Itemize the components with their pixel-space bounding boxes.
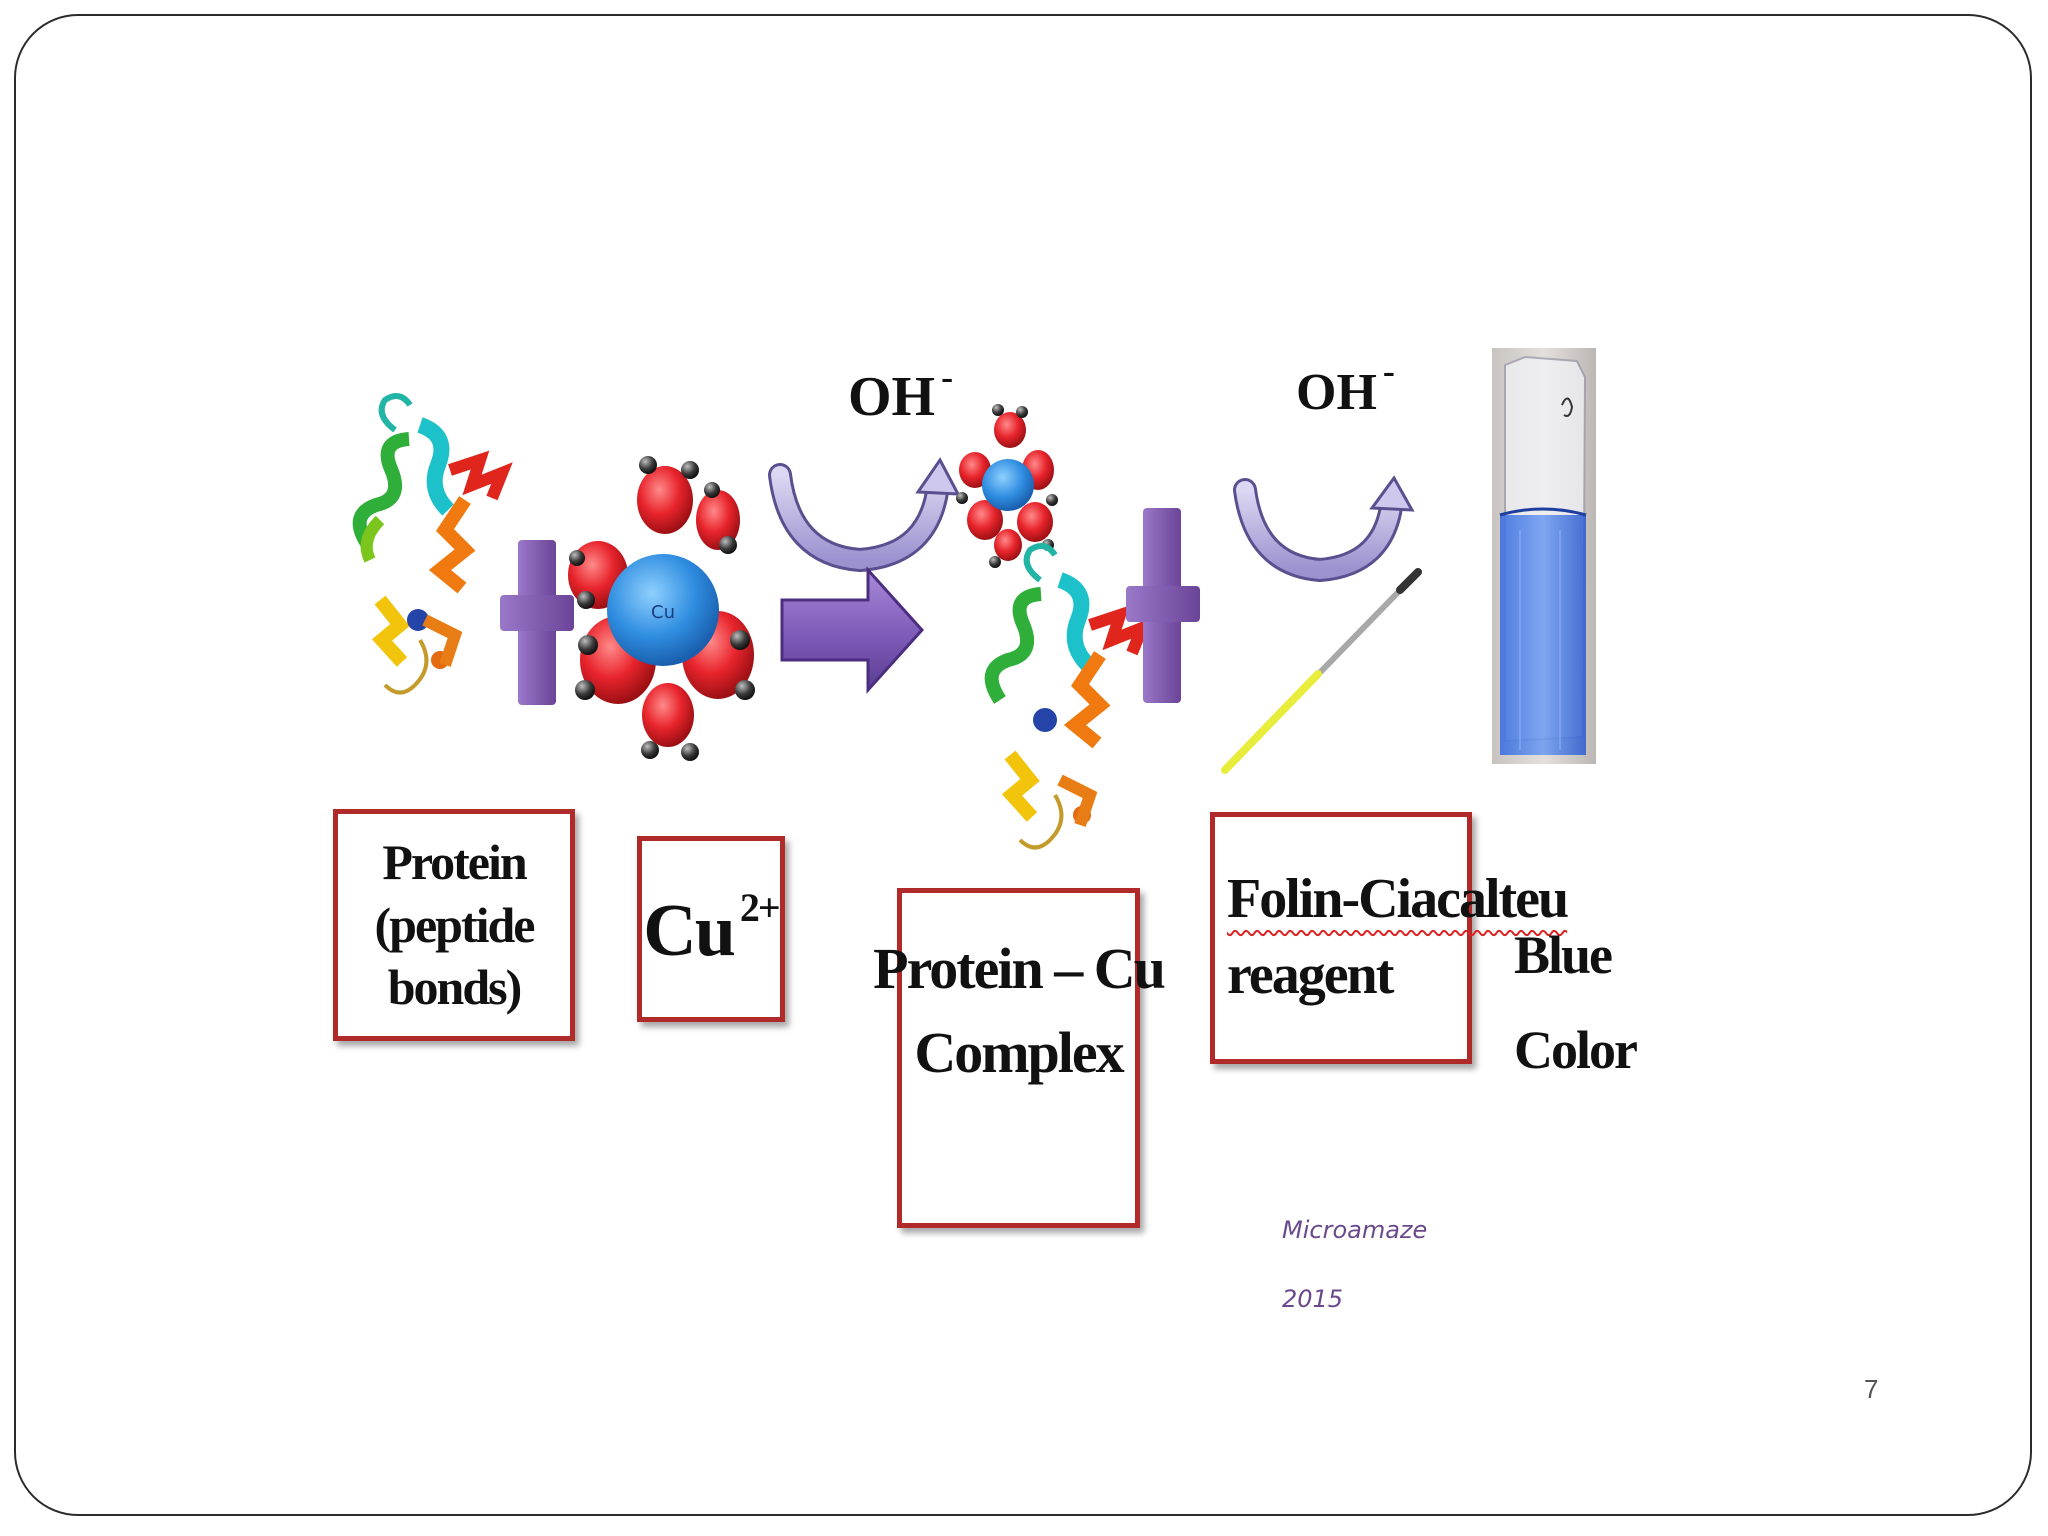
copper-water-complex-icon: Cu: [568, 456, 755, 761]
reaction-arrow-icon: [780, 566, 925, 694]
plus-sign-2-icon: [1126, 508, 1200, 703]
curved-arrow-icon: [768, 457, 961, 573]
protein-label-line1: Protein: [382, 834, 527, 891]
blue-color-label: Blue Color: [1514, 908, 1638, 1097]
copper-complex-small-icon: [956, 404, 1058, 568]
page-number: 7: [1864, 1374, 1879, 1404]
protein-complex-structure-icon: [984, 543, 1153, 850]
complex-label-line1: Protein – Cu: [873, 936, 1166, 1001]
folin-label-line1: Folin-Ciacalteu: [1227, 868, 1569, 931]
protein-label-line2: (peptide bonds): [374, 896, 536, 1016]
folin-label-line2: reagent: [1227, 944, 1394, 1006]
credit-author: Microamaze: [1282, 1216, 1428, 1244]
pipette-icon: [1221, 568, 1422, 774]
credit-year: 2015: [1282, 1285, 1344, 1313]
curved-arrow-2-icon: [1233, 475, 1415, 583]
complex-label-line2: Complex: [914, 1020, 1124, 1086]
protein-label-box: Protein (peptide bonds): [333, 809, 575, 1041]
hydroxide-label-1: OH-: [848, 357, 954, 428]
cu-center-label: Cu: [651, 602, 675, 623]
plus-sign-icon: [500, 540, 574, 705]
cuvette-photo: [1492, 348, 1596, 764]
folin-reagent-label-box: Folin-Ciacalteu reagent: [1210, 812, 1569, 1064]
result-label-line1: Blue: [1514, 925, 1613, 985]
protein-structure-icon: [352, 393, 513, 695]
protein-copper-complex-label-box: Protein – Cu Complex: [873, 888, 1166, 1228]
result-label-line2: Color: [1514, 1019, 1638, 1080]
hydroxide-label-2: OH-: [1296, 351, 1395, 421]
